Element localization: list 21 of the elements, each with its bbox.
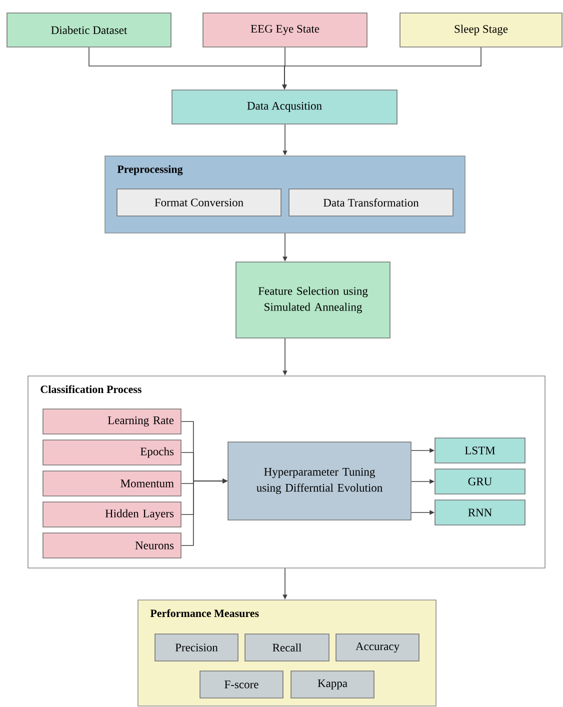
- parameter-box: Learning Rate: [42, 408, 182, 434]
- metric-box: Precision: [154, 634, 238, 662]
- dataset-box: Sleep Stage: [400, 12, 562, 48]
- tuning-box: Hyperparameter Tuning using Differntial Evolution: [228, 442, 412, 520]
- metric-box: Kappa: [290, 670, 374, 698]
- parameter-box: Hidden Layers: [42, 502, 182, 528]
- model-box: LSTM: [434, 438, 526, 464]
- metric-box: F-score: [200, 670, 284, 698]
- model-box: RNN: [434, 500, 526, 526]
- process-box: Data Acqusition: [172, 90, 398, 124]
- parameter-box: Neurons: [42, 532, 182, 558]
- step-box: Format Conversion: [116, 188, 282, 216]
- model-box: GRU: [434, 468, 526, 494]
- dataset-box: Diabetic Dataset: [6, 12, 172, 48]
- metric-box: Accuracy: [336, 634, 420, 662]
- step-box: Data Transformation: [288, 188, 454, 216]
- parameter-box: Epochs: [42, 440, 182, 466]
- parameter-box: Momentum: [42, 470, 182, 496]
- dataset-box: EEG Eye State: [202, 12, 368, 48]
- process-box: Feature Selection using Simulated Annealing: [236, 262, 390, 338]
- metric-box: Recall: [244, 634, 330, 662]
